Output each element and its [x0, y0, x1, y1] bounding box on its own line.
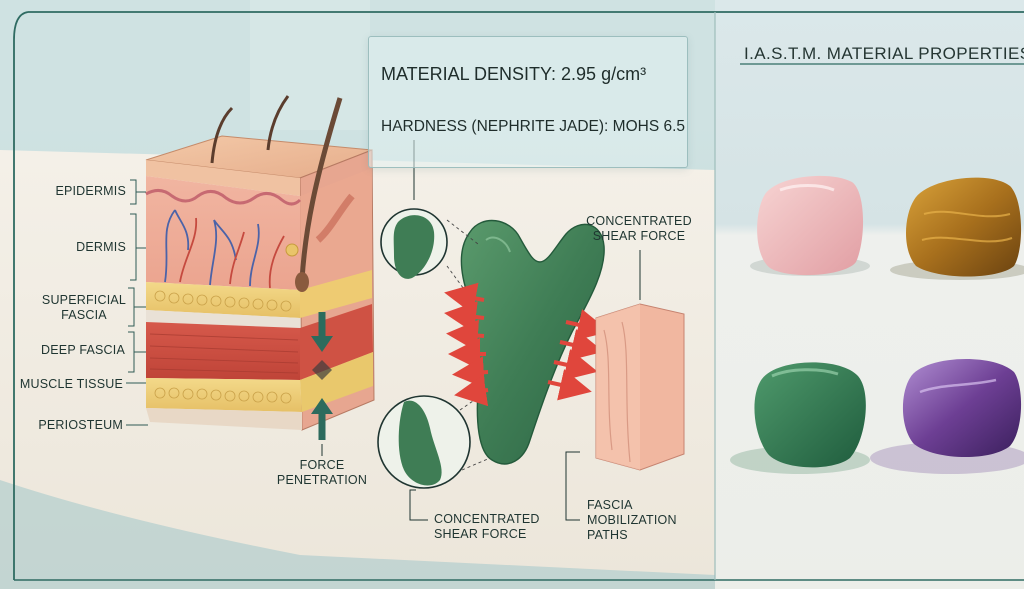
label-deep-fascia: DEEP FASCIA: [41, 343, 125, 357]
label-shear-force-top: CONCENTRATED SHEAR FORCE: [586, 214, 692, 243]
label-dermis: DERMIS: [76, 240, 126, 254]
rose-quartz-stone: [757, 175, 864, 276]
shear-arrows-left: [444, 282, 489, 407]
label-superficial-fascia: SUPERFICIAL FASCIA: [41, 293, 127, 322]
green-aventurine-stone: [754, 362, 866, 468]
label-epidermis: EPIDERMIS: [55, 184, 126, 198]
hardness-text: HARDNESS (NEPHRITE JADE): MOHS 6.5: [381, 118, 686, 135]
material-density-text: MATERIAL DENSITY: 2.95 g/cm³: [381, 64, 647, 84]
amethyst-stone: [902, 359, 1022, 458]
label-shear-force-bottom: CONCENTRATED SHEAR FORCE: [434, 512, 540, 541]
skin-cross-section-icon: [145, 95, 375, 440]
jade-detail-lens-top: [380, 208, 448, 279]
fascia-block-icon: [595, 303, 685, 471]
label-fascia-mobilization-paths: FASCIA MOBILIZATION PATHS: [587, 498, 677, 542]
material-info-panel: [368, 36, 688, 168]
tigers-eye-stone: [906, 177, 1022, 277]
label-periosteum: PERIOSTEUM: [38, 418, 123, 432]
stone-icons: [730, 175, 1024, 474]
label-force-penetration: FORCE PENETRATION: [276, 458, 368, 487]
jade-detail-lens-bottom: [377, 395, 471, 489]
label-muscle-tissue: MUSCLE TISSUE: [19, 377, 123, 391]
properties-title: I.A.S.T.M. MATERIAL PROPERTIES: [744, 44, 1024, 63]
